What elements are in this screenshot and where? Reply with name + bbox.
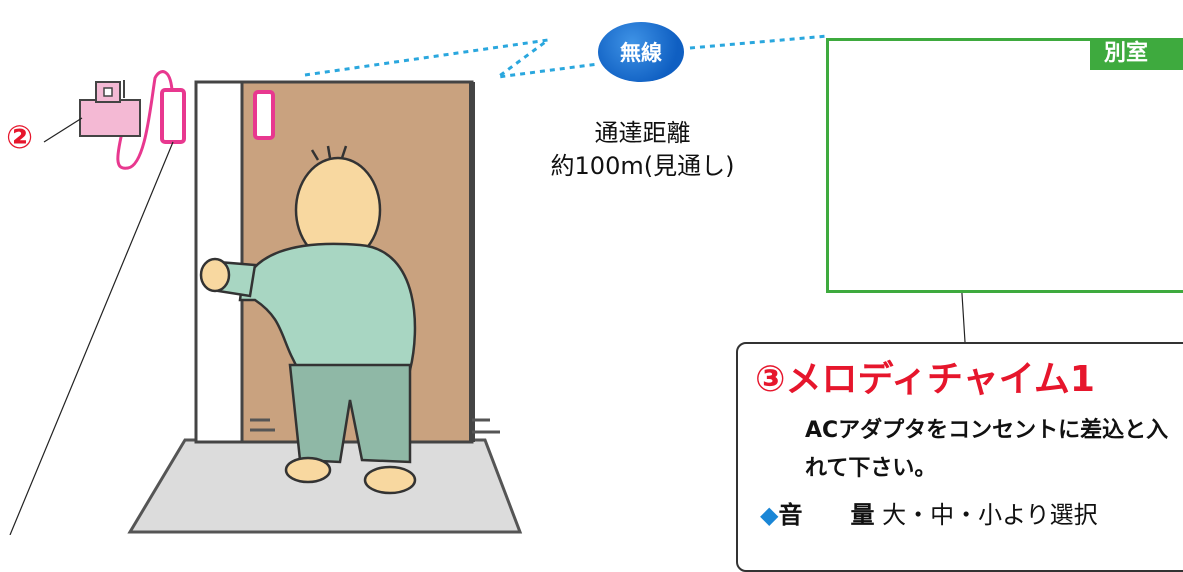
product-title: ③メロディチャイム1 xyxy=(755,359,1095,400)
volume-spec: ◆音 量 大・中・小より選択 xyxy=(760,495,1098,530)
scene-illustration: ♪ ♫ xyxy=(9,34,1169,535)
wireless-badge: 無線 xyxy=(598,22,684,82)
frame-sensor-transmitter xyxy=(160,88,186,144)
transmission-range: 通達距離 約100m(見通し) xyxy=(520,117,765,183)
volume-value: 大・中・小より選択 xyxy=(882,501,1098,529)
door-frame xyxy=(194,80,500,444)
wireless-signal-line-right xyxy=(689,34,829,50)
diamond-bullet-icon: ◆ xyxy=(760,501,779,529)
other-room-panel xyxy=(826,38,1183,293)
range-label: 通達距離 xyxy=(594,119,691,147)
ac-adapter xyxy=(43,70,174,170)
range-value: 約100m(見通し) xyxy=(550,152,735,180)
product-description-box xyxy=(736,342,1183,572)
wireless-signal-line xyxy=(304,38,599,80)
door-sensor-callout-number: ② xyxy=(6,118,34,156)
elderly-person-figure xyxy=(199,145,417,495)
door-magnet-sensor xyxy=(253,90,275,140)
other-room-tag: 別室 xyxy=(1090,38,1183,70)
volume-label: 音 量 xyxy=(778,501,875,529)
product-instruction: ACアダプタをコンセントに差込と入れて下さい。 xyxy=(805,418,1169,481)
